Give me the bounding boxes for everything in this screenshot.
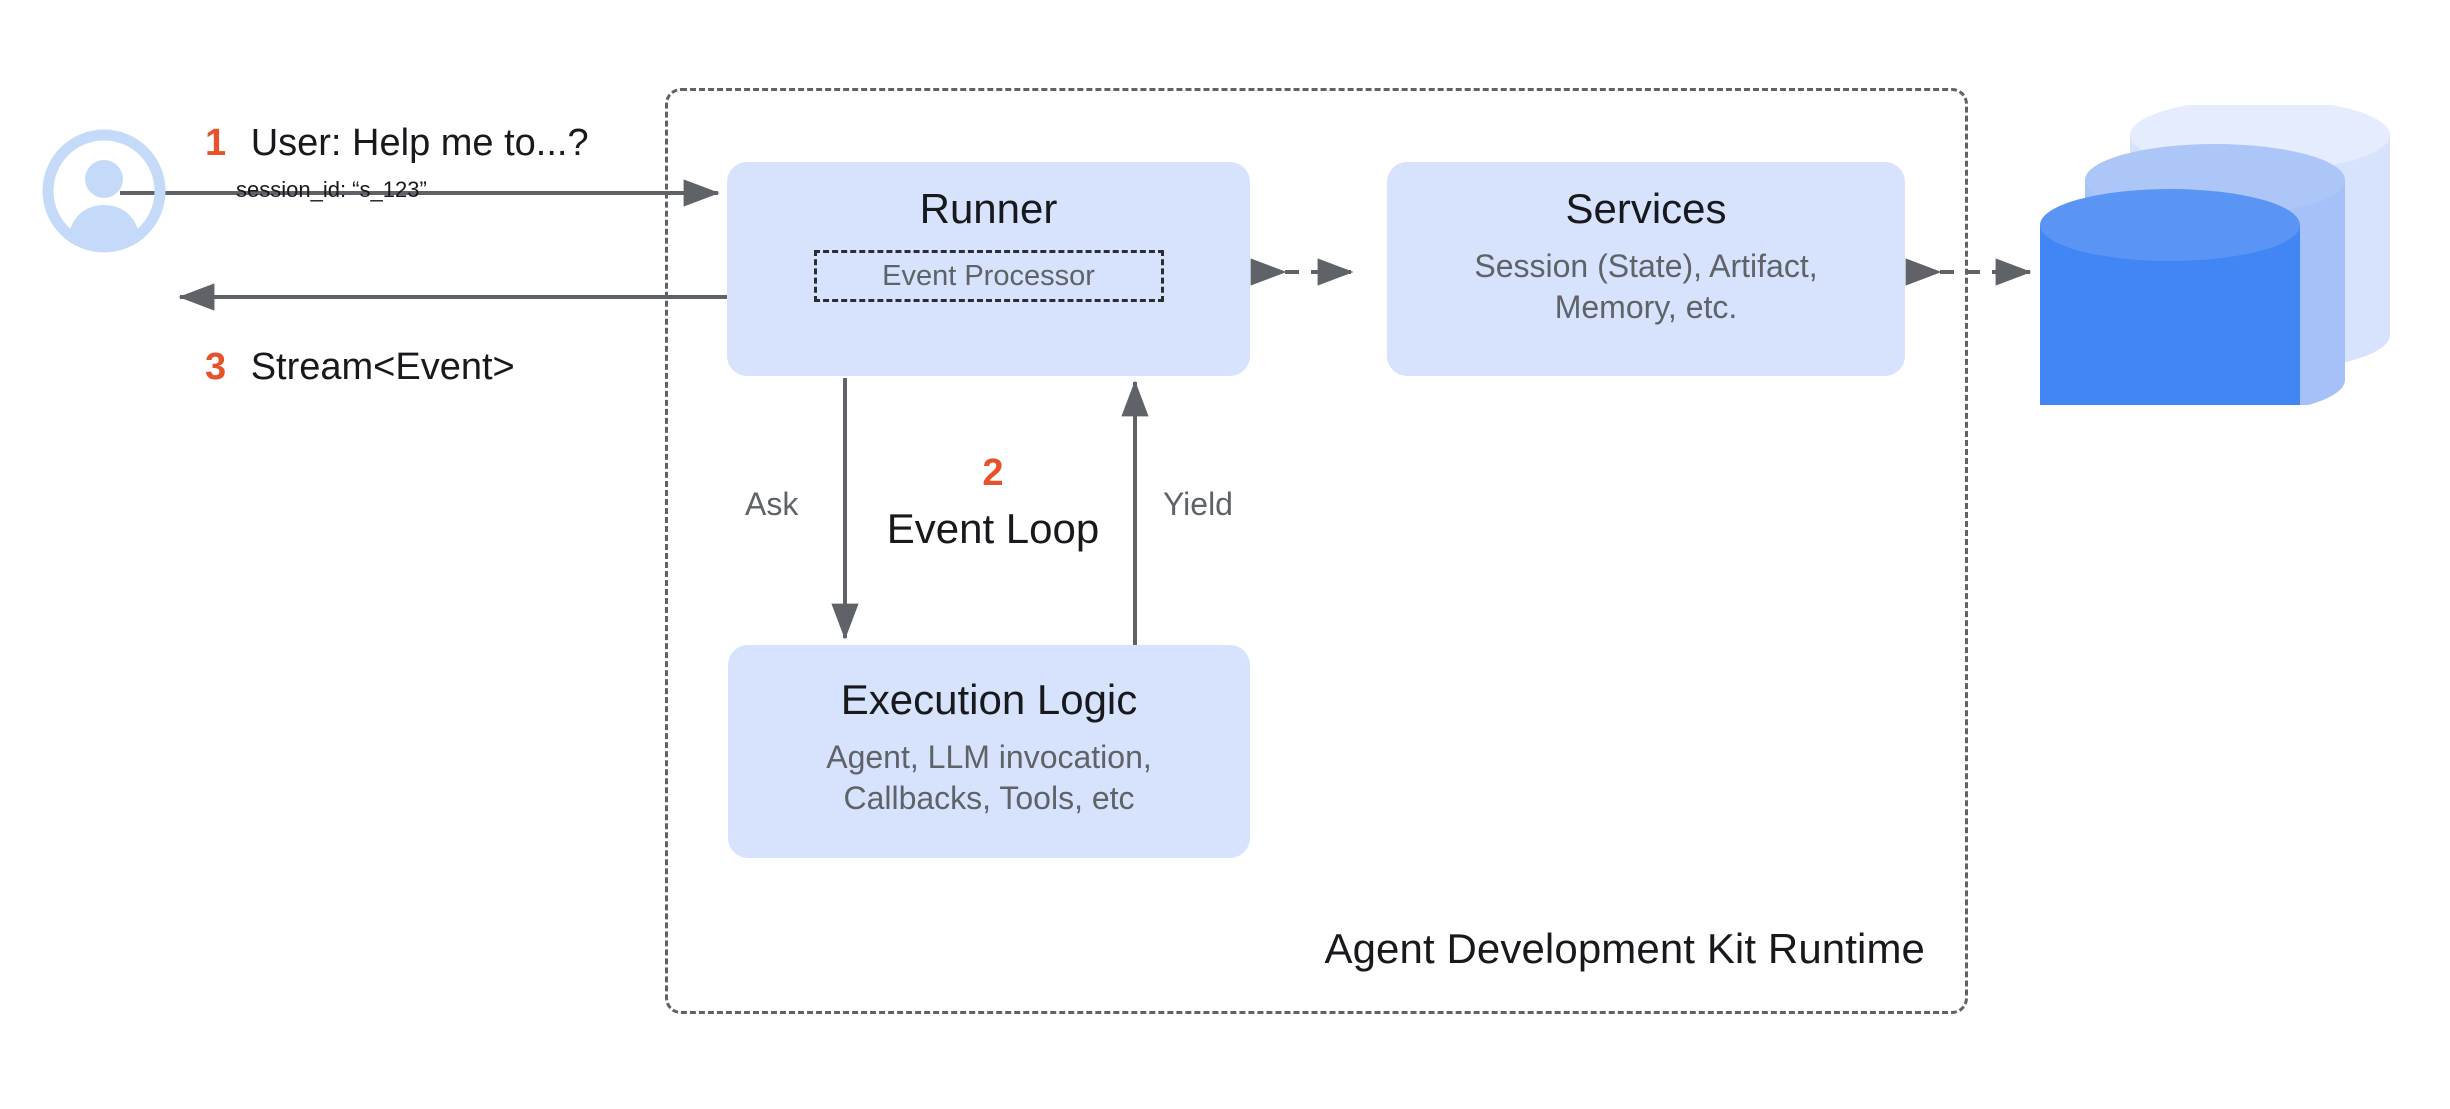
storage-node[interactable]: Storage: [2040, 99, 2400, 463]
execution-logic-node[interactable]: Execution Logic Agent, LLM invocation, C…: [728, 645, 1250, 858]
adk-runtime-label: Agent Development Kit Runtime: [1324, 925, 1925, 972]
execution-logic-subtitle: Agent, LLM invocation, Callbacks, Tools,…: [826, 737, 1152, 819]
step-3-text: Stream<Event>: [250, 346, 515, 388]
step-3-message: 3 Stream<Event>: [205, 346, 515, 389]
execution-logic-title: Execution Logic: [840, 676, 1138, 723]
step-3-number: 3: [205, 346, 227, 388]
step-1-number: 1: [205, 122, 227, 164]
adk-runtime-container: [665, 88, 1968, 1014]
event-processor-chip[interactable]: Event Processor: [813, 250, 1164, 303]
user-avatar-icon: [42, 129, 166, 253]
execution-logic-subtitle-line-1: Agent, LLM invocation,: [826, 739, 1152, 776]
services-node[interactable]: Services Session (State), Artifact, Memo…: [1387, 162, 1905, 376]
runner-title: Runner: [919, 185, 1058, 232]
step-1-text: User: Help me to...?: [250, 122, 589, 164]
database-cylinder-icon: [2040, 99, 2390, 416]
step-1-message: 1 User: Help me to...?: [205, 122, 589, 165]
execution-logic-subtitle-line-2: Callbacks, Tools, etc: [843, 780, 1135, 817]
services-subtitle-line-1: Session (State), Artifact,: [1474, 248, 1818, 285]
storage-label: Storage: [2118, 427, 2232, 463]
services-subtitle-line-2: Memory, etc.: [1554, 289, 1738, 326]
services-title: Services: [1565, 185, 1727, 232]
ask-label: Ask: [745, 486, 799, 522]
runner-node[interactable]: Runner Event Processor: [727, 162, 1250, 376]
step-2-number: 2: [982, 452, 1004, 494]
event-processor-label: Event Processor: [882, 259, 1095, 292]
yield-label: Yield: [1163, 486, 1233, 522]
event-loop-label: Event Loop: [886, 505, 1100, 552]
step-1-session-id: session_id: “s_123”: [236, 177, 427, 202]
services-subtitle: Session (State), Artifact, Memory, etc.: [1474, 246, 1817, 328]
